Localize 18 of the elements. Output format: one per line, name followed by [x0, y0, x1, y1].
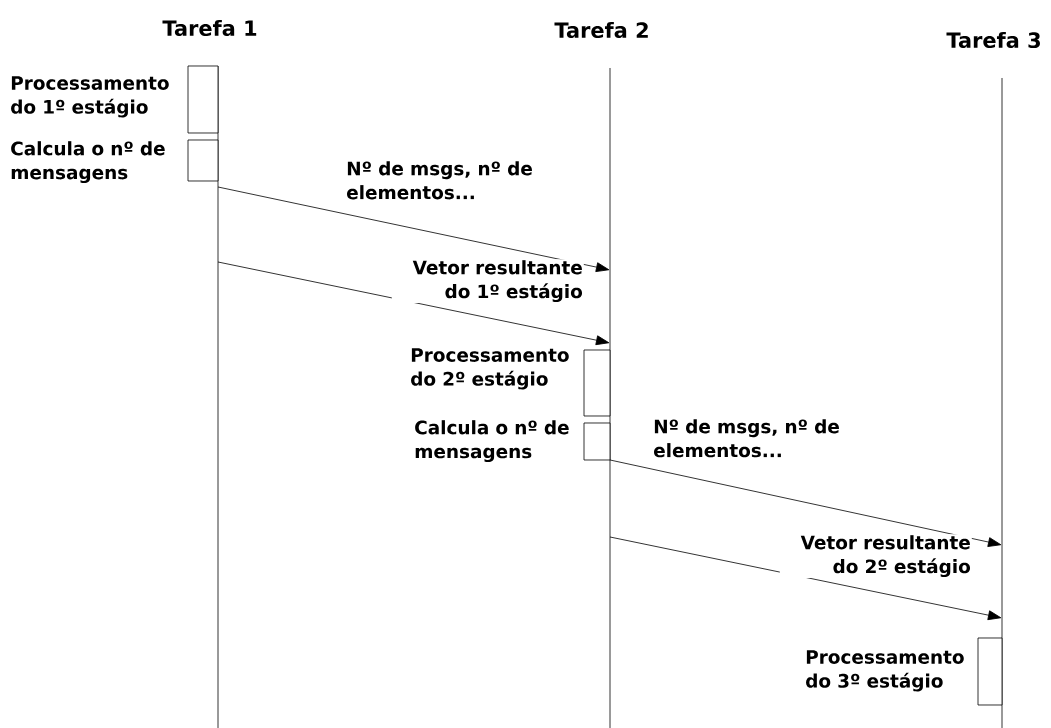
message-arrow [609, 459, 1002, 547]
edge-label: Vetor resultante do 1º estágio [391, 259, 584, 304]
node-label: Processamento do 1º estágio [11, 76, 169, 118]
node-label: Processamento do 2º estágio [411, 348, 569, 390]
message-arrow [609, 536, 1002, 621]
message-arrow [217, 186, 610, 272]
activation-box: Calcula o nº de mensagens [415, 420, 611, 463]
activation-box: Processamento do 3º estágio [806, 637, 1003, 706]
edge-label: Nº de msgs, nº de elementos... [345, 160, 538, 201]
node-label: Calcula o nº de mensagens [415, 420, 569, 463]
activation-box: Calcula o nº de mensagens [11, 139, 219, 184]
activation-box: Processamento do 1º estágio [11, 65, 219, 134]
edge-label: Vetor resultante do 2º estágio [779, 534, 972, 579]
node-label: Calcula o nº de mensagens [11, 141, 165, 184]
activation-box: Processamento do 2º estágio [411, 348, 611, 417]
edge-label: Nº de msgs, nº de elementos... [652, 418, 845, 459]
message-arrow [217, 261, 610, 346]
node-label: Processamento do 3º estágio [806, 650, 964, 692]
